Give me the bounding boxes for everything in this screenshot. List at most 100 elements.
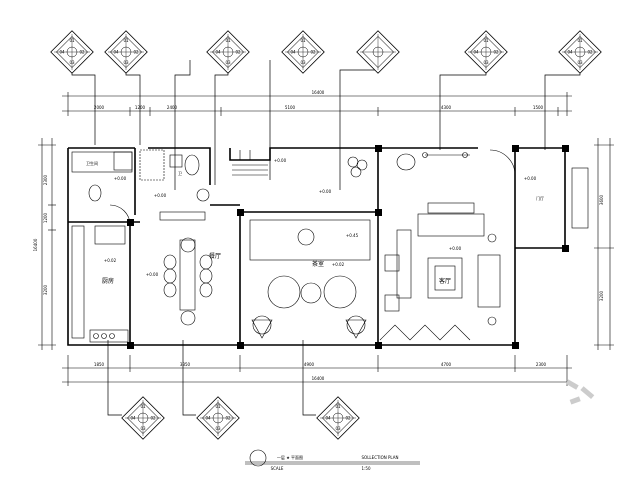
level-mark-kitchen: +0.02 [104,258,117,263]
diamond-symbol: 01 04 02 03 [316,396,360,440]
room-label-tea-room: 茶室 [312,260,324,268]
diamond-num-02: 02 [493,50,499,55]
diamond-num-03: 03 [335,426,341,431]
porch [489,149,589,229]
right-dimension-lines [594,138,614,350]
diamond-num-03: 03 [69,60,75,65]
diamond-num-01: 01 [69,38,75,43]
diamond-num-03: 03 [483,60,489,65]
overall-dimension-left: 16400 [33,238,38,251]
level-mark-tea-room: +0.02 [332,262,345,267]
diamond-num-01: 01 [123,38,129,43]
diamond-num-04: 04 [325,416,331,421]
title-main: 一层 ★ 平面图 [277,454,303,460]
diamond-num-02: 02 [345,416,351,421]
dimension-bottom: 3350 [180,362,191,367]
diamond-num-02: 02 [225,416,231,421]
diamond-num-01: 01 [577,38,583,43]
stair [232,150,268,176]
diamond-num-02: 02 [587,50,593,55]
diamond-num-01: 01 [483,38,489,43]
diamond-num-03: 03 [225,60,231,65]
dimension-right: 3200 [599,290,604,301]
diamond-symbol: 01 04 02 03 [104,30,148,74]
diamond-num-04: 04 [113,50,119,55]
overall-dimension-top: 16400 [312,90,325,95]
diamond-num-01: 01 [140,404,146,409]
room-label-living-room: 客厅 [439,277,451,285]
dimension-top: 2400 [167,105,178,110]
dimension-top: 2000 [94,105,105,110]
room-label-washroom: 卫生间 [86,160,98,166]
level-mark-bath: +0.00 [114,176,127,181]
title-english: SOLLECTION PLAN [362,455,399,460]
corridor-objects [347,152,470,178]
dimension-left: 2300 [43,174,48,185]
diamond-num-04: 04 [59,50,65,55]
diamond-symbol: 01 04 02 03 [196,396,240,440]
walls [67,147,566,346]
level-mark-tea-top: +0.45 [346,233,359,238]
dimension-left: 1200 [43,212,48,223]
dimension-bottom: 1850 [94,362,105,367]
dining-table [159,211,213,326]
diamond-symbol: 01 04 02 03 [50,30,94,74]
dimension-top: 5100 [285,105,296,110]
dimension-top: 4300 [441,105,452,110]
level-mark-porch: +0.00 [524,176,537,181]
diamond-num-02: 02 [79,50,85,55]
diamond-symbols: 01 04 02 03 01 04 02 03 01 04 02 03 [50,30,602,440]
title-scale: SCALE [271,466,284,471]
dimension-bottom: 4700 [441,362,452,367]
diamond-symbol: 01 04 02 03 [281,30,325,74]
diamond-num-04: 04 [567,50,573,55]
top-dimension-lines [62,92,572,116]
level-mark-corridor-2: +0.00 [319,189,332,194]
dimension-bottom: 2300 [536,362,547,367]
diamond-num-01: 01 [335,404,341,409]
level-mark-living-room: +0.00 [449,246,462,251]
diamond-num-02: 02 [150,416,156,421]
dimension-top: 1200 [135,105,146,110]
dimension-bottom: 4900 [304,362,315,367]
callout-lines [71,60,581,416]
diamond-num-04: 04 [215,50,221,55]
diamond-num-02: 02 [235,50,241,55]
diamond-symbol: 01 04 02 03 [558,30,602,74]
diamond-num-04: 04 [130,416,136,421]
left-dimension-lines [38,138,56,350]
title-scale-value: 1:50 [362,466,371,471]
diamond-num-02: 02 [133,50,139,55]
diamond-symbol: 01 04 02 03 [121,396,165,440]
diamond-num-01: 01 [300,38,306,43]
overall-dimension-bottom: 16400 [312,376,325,381]
room-label-bath: 卫 [178,171,182,176]
diamond-num-03: 03 [215,426,221,431]
diamond-num-04: 04 [205,416,211,421]
bottom-dimension-lines [62,355,572,386]
level-mark-corridor: +0.00 [154,193,167,198]
diamond-num-03: 03 [123,60,129,65]
diamond-num-02: 02 [310,50,316,55]
level-mark-stair: +0.00 [274,158,287,163]
diamond-num-03: 03 [140,426,146,431]
columns [127,145,569,349]
diamond-num-01: 01 [225,38,231,43]
kitchen-fixtures [71,225,129,343]
dimension-top: 1500 [533,105,544,110]
diamond-num-01: 01 [215,404,221,409]
title-block [245,449,420,467]
diamond-num-04: 04 [290,50,296,55]
room-label-porch: 门厅 [536,195,544,201]
diamond-symbol: 01 04 02 03 [464,30,508,74]
tea-room-furniture [249,219,371,339]
diamond-num-03: 03 [577,60,583,65]
diamond-num-03: 03 [300,60,306,65]
room-label-dining: 餐厅 [209,252,221,260]
living-room-furniture [379,202,501,341]
dimension-right: 3600 [599,194,604,205]
level-mark-dining: +0.00 [146,272,159,277]
diamond-symbol: 01 04 02 03 [206,30,250,74]
watermark [565,379,595,405]
